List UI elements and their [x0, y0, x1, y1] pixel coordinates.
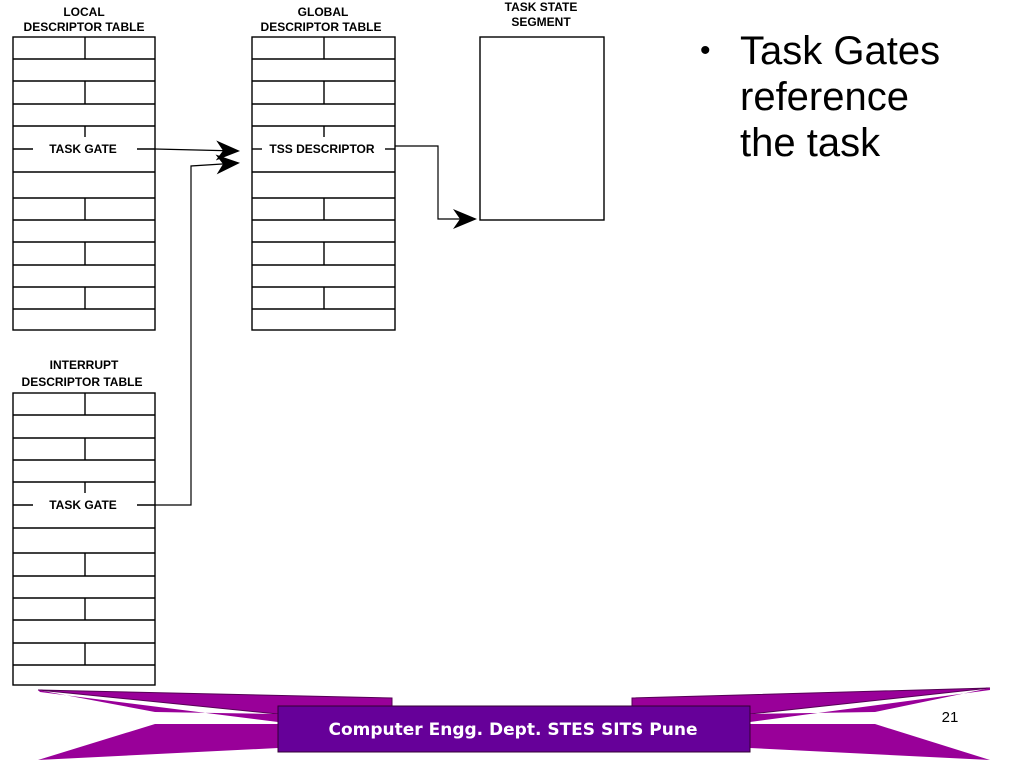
- global-descriptor-table: GLOBAL DESCRIPTOR TABLE TSS DESCRIPTOR: [251, 5, 396, 331]
- ldt-grid: [12, 36, 156, 331]
- ldt-task-gate-label: TASK GATE: [49, 142, 117, 156]
- bullet-line: Task Gates: [740, 29, 941, 73]
- gdt-title-line2: DESCRIPTOR TABLE: [261, 20, 382, 34]
- bullet-text: Task Gates reference the task: [740, 28, 1000, 166]
- bullet-symbol: •: [700, 34, 711, 67]
- idt-title-line1: INTERRUPT: [50, 358, 119, 372]
- gdt-grid: [251, 36, 396, 331]
- footer-band: Computer Engg. Dept. STES SITS Pune 21: [37, 687, 991, 760]
- idt-grid: [12, 392, 156, 686]
- task-state-segment: TASK STATE SEGMENT: [479, 0, 605, 221]
- bullet-line: the task: [740, 121, 881, 165]
- tss-title-line1: TASK STATE: [505, 0, 578, 14]
- interrupt-descriptor-table: INTERRUPT DESCRIPTOR TABLE TASK GATE: [12, 358, 156, 686]
- connector-arrows: [154, 140, 477, 506]
- idt-task-gate-label: TASK GATE: [49, 498, 117, 512]
- local-descriptor-table: LOCAL DESCRIPTOR TABLE TASK GATE: [12, 5, 156, 331]
- footer-text: Computer Engg. Dept. STES SITS Pune: [329, 720, 698, 740]
- gdt-to-tss-arrow: [395, 145, 477, 229]
- bullet-item: • Task Gates reference the task: [700, 28, 1000, 166]
- bullet-line: reference: [740, 75, 909, 119]
- page-number: 21: [942, 709, 959, 726]
- gdt-tss-descriptor-label: TSS DESCRIPTOR: [269, 142, 374, 156]
- ldt-to-gdt-arrow: [154, 140, 240, 161]
- tss-title-line2: SEGMENT: [511, 15, 571, 29]
- ldt-title-line1: LOCAL: [63, 5, 104, 19]
- gdt-title-line1: GLOBAL: [298, 5, 349, 19]
- idt-to-gdt-arrow: [155, 154, 240, 506]
- footer-title-box: [277, 705, 751, 753]
- idt-title-line2: DESCRIPTOR TABLE: [22, 375, 143, 389]
- ldt-title-line2: DESCRIPTOR TABLE: [24, 20, 145, 34]
- tss-box: [479, 36, 605, 221]
